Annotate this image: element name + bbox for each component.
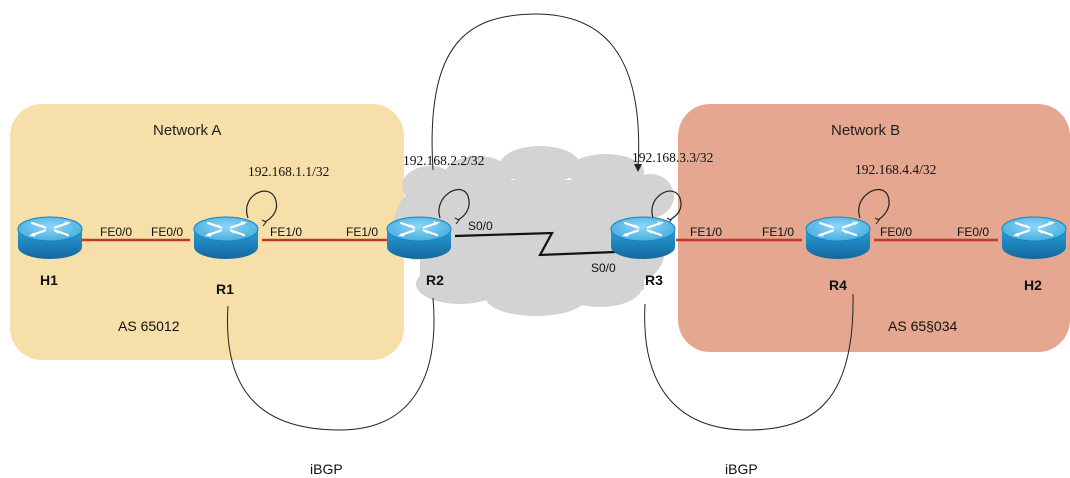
loopback-loop-r3	[651, 190, 682, 221]
loopback-loop-r4	[858, 189, 890, 221]
router-r3[interactable]	[609, 215, 677, 261]
interface-h2-fe00: FE0/0	[957, 225, 989, 239]
node-label-h1: H1	[40, 272, 58, 288]
loopback-loop-r2	[438, 189, 470, 221]
interface-r4-fe00: FE0/0	[880, 225, 912, 239]
interface-r1-fe00: FE0/0	[151, 225, 183, 239]
network-b-area	[678, 104, 1070, 352]
loopback-loop-r1	[245, 190, 278, 223]
interface-r1-fe10: FE1/0	[270, 225, 302, 239]
ibgp-arc-r1-r2	[227, 297, 435, 431]
node-label-r3: R3	[645, 272, 663, 288]
loopback-ip-r3: 192.168.3.3/32	[632, 150, 713, 165]
router-r4[interactable]	[804, 215, 872, 261]
interface-r2-fe10: FE1/0	[346, 225, 378, 239]
host-h2[interactable]	[1000, 215, 1068, 261]
arrow-r3-loopback	[634, 164, 642, 172]
network-b-as-label: AS 65§034	[888, 318, 957, 334]
loopback-ip-r2: 192.168.2.2/32	[403, 153, 484, 168]
ibgp-arc-r2-r3	[431, 13, 640, 171]
ibgp-label-right: iBGP	[725, 461, 758, 477]
network-b-title: Network B	[831, 122, 900, 139]
node-label-h2: H2	[1024, 277, 1042, 293]
ibgp-label-left: iBGP	[310, 461, 343, 477]
loopback-ip-r1: 192.168.1.1/32	[248, 164, 329, 179]
interface-r3-s00: S0/0	[591, 261, 616, 275]
link-r2-r3-serial	[454, 231, 616, 257]
interface-r3-fe10: FE1/0	[690, 225, 722, 239]
network-a-title: Network A	[153, 122, 221, 139]
network-a-as-label: AS 65012	[118, 318, 180, 334]
node-label-r4: R4	[829, 277, 847, 293]
interface-r2-s00: S0/0	[468, 219, 493, 233]
ibgp-arc-r3-r4	[644, 293, 854, 431]
node-label-r1: R1	[216, 281, 234, 297]
node-label-r2: R2	[426, 272, 444, 288]
interface-h1-fe00: FE0/0	[100, 225, 132, 239]
router-r2[interactable]	[385, 215, 453, 261]
loopback-ip-r4: 192.168.4.4/32	[855, 162, 936, 177]
interface-r4-fe10: FE1/0	[762, 225, 794, 239]
host-h1[interactable]	[16, 215, 84, 261]
router-r1[interactable]	[192, 215, 260, 261]
